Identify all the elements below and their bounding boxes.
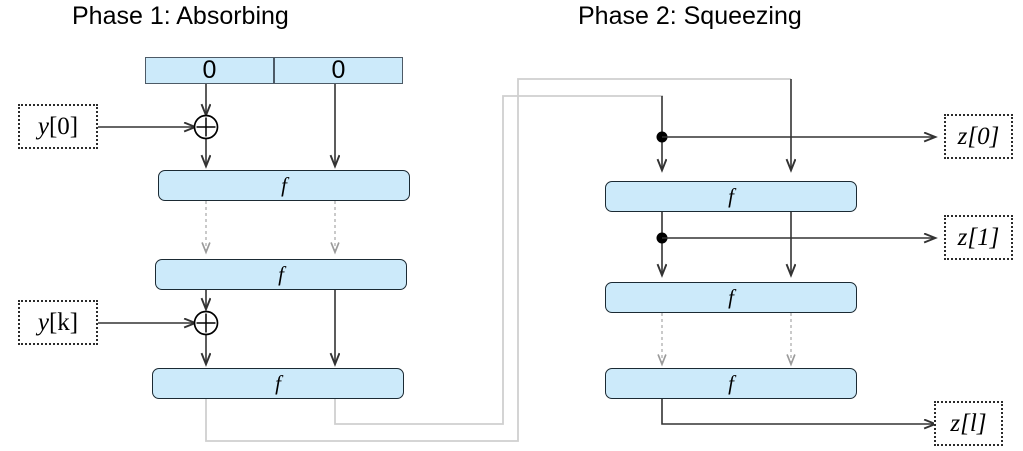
output-z1-index: [1] (967, 223, 1000, 251)
f-block-p1-3: f (152, 368, 404, 399)
state-cell-capacity: 0 (274, 56, 403, 84)
input-yk-index: [k] (48, 308, 79, 336)
output-box-zl: z[l] (934, 401, 1003, 446)
f-block-p1-2: f (155, 259, 407, 290)
xor-gate-2 (193, 310, 219, 336)
output-box-z1: z[1] (944, 215, 1013, 260)
feedback-capacity-path (334, 95, 663, 425)
output-zl-index: [l] (960, 409, 987, 437)
xor-gate-1 (193, 114, 219, 140)
phase2-title: Phase 2: Squeezing (578, 2, 802, 30)
output-z0-var: z (957, 122, 968, 150)
f-block-p2-2: f (605, 282, 857, 313)
input-yk-var: y (37, 308, 49, 336)
wire-p2f3-to-zl (661, 399, 935, 424)
f-block-p2-3: f (605, 368, 857, 399)
input-y0-index: [0] (48, 112, 79, 140)
f-block-p1-1: f (158, 170, 410, 201)
output-z1-var: z (957, 223, 968, 251)
state-cell-rate: 0 (145, 56, 274, 84)
tap-point-z0 (656, 131, 936, 143)
f-block-p2-1: f (605, 181, 857, 212)
input-box-yk: y[k] (18, 300, 98, 345)
tap-point-z1 (656, 232, 936, 244)
input-y0-var: y (37, 112, 49, 140)
phase1-title: Phase 1: Absorbing (72, 2, 289, 30)
feedback-rate-path (205, 78, 791, 442)
output-box-z0: z[0] (944, 114, 1013, 159)
input-box-y0: y[0] (18, 104, 98, 149)
output-z0-index: [0] (967, 122, 1000, 150)
output-zl-var: z (950, 409, 961, 437)
